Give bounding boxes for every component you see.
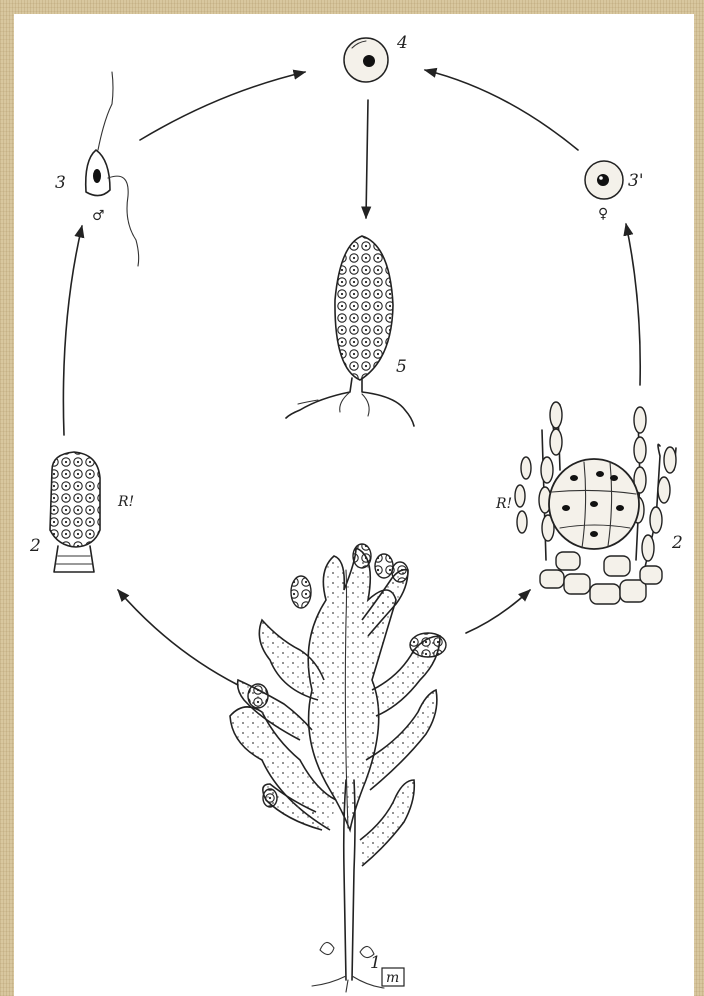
label-oogonium: 2 — [29, 536, 41, 556]
arrow-zygote-to-embryo — [366, 100, 368, 218]
zygote-cell — [344, 38, 388, 82]
oogonium-structure — [50, 452, 100, 572]
arrow-thallus-to-left — [118, 590, 238, 685]
label-egg: 3' — [628, 171, 644, 191]
arrow-antheridium-to-egg — [626, 224, 640, 385]
fucus-thallus — [230, 544, 446, 992]
label-reduction-left: R! — [117, 494, 134, 510]
label-reduction-right: R! — [495, 496, 512, 512]
arrow-sperm-to-zygote — [140, 72, 305, 140]
label-zygote: 4 — [396, 33, 408, 53]
label-embryo: 5 — [396, 357, 407, 377]
label-sperm: 3 — [55, 173, 66, 193]
label-female-symbol: ♀ — [598, 206, 608, 222]
embryo-germling — [286, 236, 414, 426]
artist-monogram: m — [382, 968, 404, 986]
arrow-egg-to-zygote — [425, 70, 578, 150]
label-male-symbol: ♂ — [92, 208, 105, 224]
arrow-oogonium-to-sperm — [63, 226, 82, 435]
label-antheridium: 2 — [671, 533, 683, 553]
antheridium-structure — [515, 402, 676, 604]
arrow-thallus-to-right — [466, 590, 530, 633]
monogram-text: m — [386, 970, 399, 986]
sperm-cell — [86, 72, 139, 266]
egg-cell — [585, 161, 623, 199]
label-thallus: 1 — [370, 953, 381, 973]
